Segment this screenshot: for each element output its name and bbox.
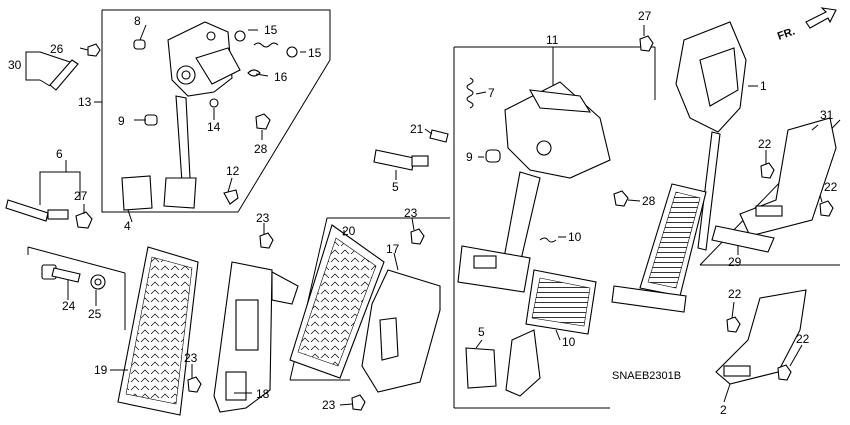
callout-28: 28 <box>642 194 656 208</box>
callout-19: 19 <box>94 363 108 377</box>
callout-15: 15 <box>264 23 278 37</box>
callout-25: 24 <box>62 299 76 313</box>
callout-23: 23 <box>404 206 418 220</box>
callout-3: 5 <box>392 180 399 194</box>
diagram-code: SNAEB2301B <box>612 370 681 382</box>
callout-8: 10 <box>568 230 582 244</box>
callout-22: 22 <box>796 332 810 346</box>
callout-24: 27 <box>638 9 652 23</box>
left-lower-group-outline <box>27 246 126 330</box>
leader-lines <box>25 24 823 406</box>
callout-2: 2 <box>720 403 727 417</box>
callout-16: 16 <box>274 70 288 84</box>
callout-4: 6 <box>56 147 63 161</box>
clutch-pedal-group-outline <box>101 9 331 213</box>
front-direction-arrow-icon <box>805 7 837 29</box>
callout-29: 29 <box>728 255 742 269</box>
plate-29 <box>711 225 775 253</box>
callout-22: 22 <box>824 180 838 194</box>
callout-31: 31 <box>820 108 834 122</box>
callout-9: 5 <box>478 325 485 339</box>
direction-label: FR. <box>776 25 797 42</box>
callout-10: 10 <box>562 335 576 349</box>
accelerator-pedal-assembly <box>611 21 747 313</box>
callout-23: 23 <box>256 211 270 225</box>
bracket-31 <box>739 117 837 237</box>
pedal-arm-lower <box>505 329 541 397</box>
callout-30: 30 <box>8 58 22 72</box>
pedal-bracket-17 <box>187 232 299 413</box>
bracket-2 <box>715 289 807 385</box>
clutch-pedal-pad-small <box>121 175 153 211</box>
callout-labels: 8 15 15 16 9 14 28 12 4 26 30 13 6 27 24… <box>8 9 838 417</box>
brake-pedal-assembly <box>373 77 629 293</box>
large-pedal-pad-left <box>117 246 199 416</box>
callout-27: 27 <box>74 189 88 203</box>
callout-23: 23 <box>184 351 198 365</box>
brake-pedal-pad-10 <box>525 269 597 335</box>
callout-20: 20 <box>342 224 356 238</box>
callout-23: 23 <box>322 398 336 412</box>
callout-11: 11 <box>546 33 559 47</box>
callout-5: 8 <box>134 14 141 28</box>
callout-27: 26 <box>50 42 64 56</box>
pedal-bracket-18 <box>351 228 441 411</box>
callout-6: 9 <box>466 150 473 164</box>
callout-22: 22 <box>728 287 742 301</box>
clutch-pedal-assembly <box>133 21 298 209</box>
callout-21: 21 <box>410 122 424 136</box>
brake-pedal-group-outline <box>453 46 656 409</box>
callout-5: 9 <box>118 114 125 128</box>
callout-28: 28 <box>254 142 268 156</box>
callout-14: 14 <box>207 120 221 134</box>
callout-9: 4 <box>124 219 131 233</box>
callout-12: 12 <box>226 164 240 178</box>
callout-17: 18 <box>256 387 270 401</box>
bolt-25 <box>41 264 81 283</box>
pedal-pad-9-lower <box>465 347 497 389</box>
callout-26: 25 <box>88 307 102 321</box>
callout-15: 15 <box>308 46 322 60</box>
callout-18: 17 <box>386 242 400 256</box>
large-pedal-pad-middle <box>289 224 385 379</box>
switch-bolt-assembly <box>5 43 101 229</box>
nut-26 <box>90 274 106 290</box>
callout-1: 1 <box>760 79 767 93</box>
callout-13: 13 <box>78 95 92 109</box>
callout-7: 7 <box>488 86 495 100</box>
callout-22: 22 <box>758 137 772 151</box>
